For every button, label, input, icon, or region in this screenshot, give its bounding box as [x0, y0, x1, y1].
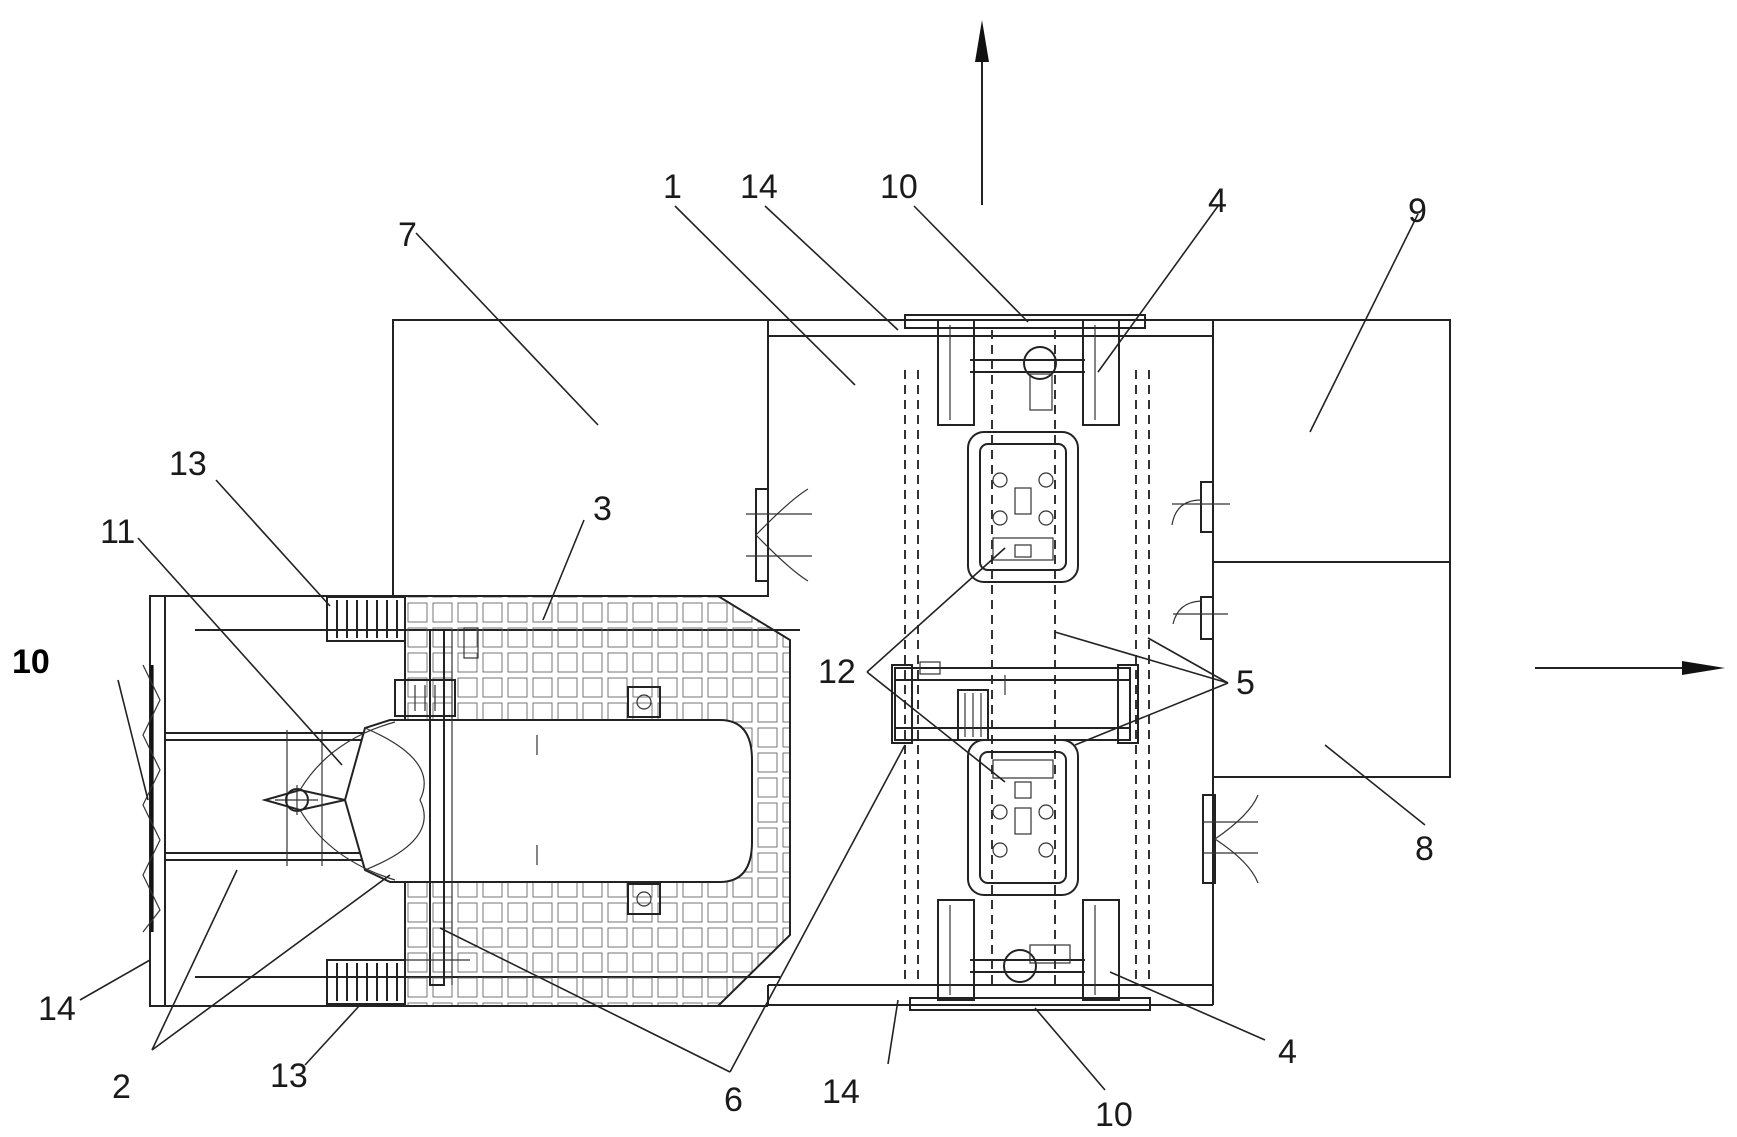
label-2: 2 [112, 1068, 131, 1106]
roller-bottom [326, 959, 406, 1005]
boat-hull [261, 719, 753, 883]
door-right-middle [1172, 596, 1228, 640]
label-6: 6 [724, 1081, 743, 1119]
end-gate-left [142, 664, 161, 933]
room-7-outline [392, 319, 769, 597]
label-5: 5 [1236, 664, 1255, 702]
label-14-bottom: 14 [822, 1073, 860, 1111]
label-4-top: 4 [1208, 182, 1227, 220]
top-carriage [904, 314, 1146, 426]
arrow-up [975, 20, 989, 205]
leader-lines [79, 205, 1426, 1091]
label-3: 3 [593, 490, 612, 528]
cross-slide [891, 661, 1139, 744]
room-9-outline [1213, 319, 1451, 563]
label-11: 11 [100, 513, 135, 551]
door-right-upper [1171, 481, 1230, 533]
label-7: 7 [398, 216, 417, 254]
label-4-bottom: 4 [1278, 1033, 1297, 1071]
roller-top [326, 596, 406, 642]
label-10-bottom: 10 [1095, 1096, 1133, 1134]
fixture-frame-upper [967, 431, 1079, 583]
bow-crossbeam [394, 627, 479, 986]
transfer-track [904, 330, 1150, 985]
label-10-left: 10 [12, 643, 50, 681]
bottom-carriage [909, 899, 1151, 1011]
fixture-frame-lower [967, 739, 1079, 896]
room-8-outline [1213, 561, 1451, 778]
label-13-top: 13 [169, 445, 207, 483]
label-9: 9 [1408, 192, 1427, 230]
label-12: 12 [818, 653, 856, 691]
label-14-left: 14 [38, 990, 76, 1028]
label-8: 8 [1415, 830, 1434, 868]
label-10-top: 10 [880, 168, 918, 206]
label-1: 1 [663, 168, 682, 206]
corridor-top-wall [768, 319, 1213, 337]
door-left [746, 488, 812, 582]
clamp-top [627, 686, 661, 718]
label-14-top: 14 [740, 168, 778, 206]
arrow-right [1535, 661, 1725, 675]
label-13-bottom: 13 [270, 1057, 308, 1095]
reference-labels: 7 1 14 10 4 9 3 13 11 10 12 5 8 14 2 13 … [12, 168, 1434, 1134]
door-right-lower [1202, 794, 1259, 884]
clamp-bottom [627, 883, 661, 915]
